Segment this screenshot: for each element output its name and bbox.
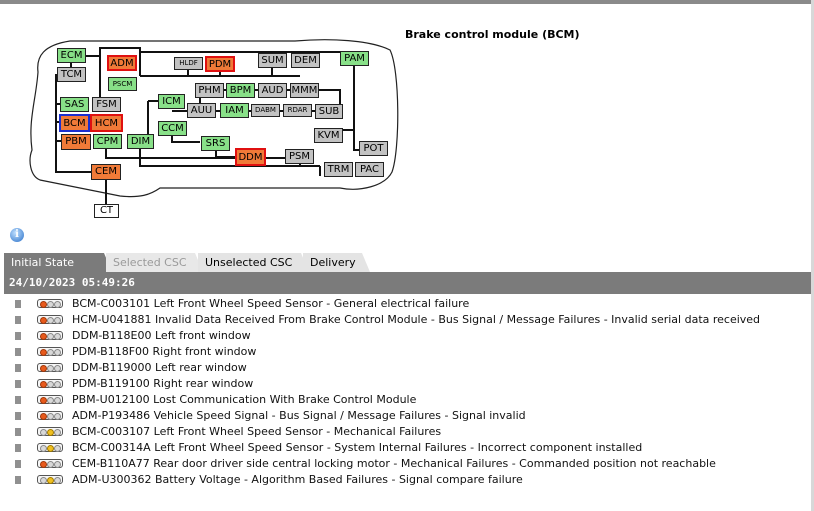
traffic-light-icon	[37, 379, 63, 388]
module-node-adm[interactable]: ADM	[107, 55, 137, 71]
tab-delivery[interactable]: Delivery	[303, 253, 370, 272]
drag-handle-icon[interactable]	[15, 332, 21, 340]
module-node-pac[interactable]: PAC	[355, 162, 384, 177]
dtc-row[interactable]: PBM-U012100 Lost Communication With Brak…	[0, 392, 811, 408]
dtc-text: CEM-B110A77 Rear door driver side centra…	[72, 457, 716, 470]
module-node-iam[interactable]: IAM	[220, 103, 249, 118]
traffic-light-icon	[37, 363, 63, 372]
module-node-trm[interactable]: TRM	[324, 162, 353, 177]
module-node-pot[interactable]: POT	[359, 141, 388, 156]
module-node-dim[interactable]: DIM	[127, 134, 154, 149]
dtc-text: BCM-C003107 Left Front Wheel Speed Senso…	[72, 425, 442, 438]
dtc-row[interactable]: BCM-C003101 Left Front Wheel Speed Senso…	[0, 296, 811, 312]
dtc-list: BCM-C003101 Left Front Wheel Speed Senso…	[0, 296, 811, 488]
drag-handle-icon[interactable]	[15, 300, 21, 308]
window-scrollbar[interactable]	[811, 0, 814, 511]
module-node-dabm[interactable]: DABM	[251, 104, 280, 117]
module-node-kvm[interactable]: KVM	[314, 128, 343, 143]
drag-handle-icon[interactable]	[15, 364, 21, 372]
module-node-psm[interactable]: PSM	[285, 149, 314, 164]
tab-bar: Initial State Selected CSC Unselected CS…	[4, 253, 812, 272]
module-node-pdm[interactable]: PDM	[205, 56, 235, 72]
tab-selected-csc[interactable]: Selected CSC	[106, 253, 203, 272]
module-node-aud[interactable]: AUD	[258, 83, 287, 98]
module-node-ddm[interactable]: DDM	[235, 148, 266, 166]
traffic-light-icon	[37, 347, 63, 356]
drag-handle-icon[interactable]	[15, 348, 21, 356]
tab-initial-state[interactable]: Initial State	[4, 253, 112, 272]
drag-handle-icon[interactable]	[15, 460, 21, 468]
module-node-cpm[interactable]: CPM	[93, 134, 122, 149]
module-node-mmm[interactable]: MMM	[290, 83, 319, 98]
car-outline	[29, 39, 399, 198]
module-node-bpm[interactable]: BPM	[226, 83, 255, 98]
timestamp-bar: 24/10/2023 05:49:26	[4, 272, 811, 294]
drag-handle-icon[interactable]	[15, 380, 21, 388]
drag-handle-icon[interactable]	[15, 396, 21, 404]
module-node-ct[interactable]: CT	[94, 204, 119, 218]
dtc-text: PDM-B118F00 Right front window	[72, 345, 257, 358]
dtc-text: BCM-C00314A Left Front Wheel Speed Senso…	[72, 441, 643, 454]
drag-handle-icon[interactable]	[15, 316, 21, 324]
module-node-auu[interactable]: AUU	[187, 103, 216, 118]
dtc-text: BCM-C003101 Left Front Wheel Speed Senso…	[72, 297, 470, 310]
module-node-icm[interactable]: ICM	[158, 94, 185, 109]
traffic-light-icon	[37, 331, 63, 340]
dtc-text: PBM-U012100 Lost Communication With Brak…	[72, 393, 417, 406]
module-node-cem[interactable]: CEM	[91, 164, 121, 180]
traffic-light-icon	[37, 475, 63, 484]
module-node-tcm[interactable]: TCM	[57, 67, 86, 82]
dtc-row[interactable]: PDM-B119100 Right rear window	[0, 376, 811, 392]
traffic-light-icon	[37, 443, 63, 452]
traffic-light-icon	[37, 411, 63, 420]
info-icon[interactable]: i	[10, 228, 24, 242]
module-title: Brake control module (BCM)	[405, 28, 580, 41]
module-node-srs[interactable]: SRS	[201, 136, 230, 151]
drag-handle-icon[interactable]	[15, 476, 21, 484]
dtc-row[interactable]: BCM-C00314A Left Front Wheel Speed Senso…	[0, 440, 811, 456]
dtc-row[interactable]: PDM-B118F00 Right front window	[0, 344, 811, 360]
tab-unselected-csc[interactable]: Unselected CSC	[198, 253, 309, 272]
dtc-text: DDM-B118E00 Left front window	[72, 329, 251, 342]
module-node-rdar[interactable]: RDAR	[283, 104, 312, 117]
module-node-fsm[interactable]: FSM	[92, 97, 121, 112]
module-node-sum[interactable]: SUM	[258, 53, 287, 68]
module-node-sub[interactable]: SUB	[315, 104, 343, 119]
dtc-row[interactable]: HCM-U041881 Invalid Data Received From B…	[0, 312, 811, 328]
dtc-row[interactable]: DDM-B118E00 Left front window	[0, 328, 811, 344]
dtc-text: PDM-B119100 Right rear window	[72, 377, 254, 390]
module-node-pam[interactable]: PAM	[340, 51, 369, 66]
module-node-phm[interactable]: PHM	[195, 83, 224, 98]
module-node-sas[interactable]: SAS	[60, 97, 89, 112]
traffic-light-icon	[37, 315, 63, 324]
drag-handle-icon[interactable]	[15, 412, 21, 420]
module-node-hcm[interactable]: HCM	[90, 114, 123, 132]
traffic-light-icon	[37, 459, 63, 468]
drag-handle-icon[interactable]	[15, 444, 21, 452]
dtc-text: DDM-B119000 Left rear window	[72, 361, 247, 374]
traffic-light-icon	[37, 299, 63, 308]
dtc-text: HCM-U041881 Invalid Data Received From B…	[72, 313, 761, 326]
dtc-row[interactable]: CEM-B110A77 Rear door driver side centra…	[0, 456, 811, 472]
module-node-pscm[interactable]: PSCM	[108, 77, 137, 91]
module-node-dem[interactable]: DEM	[291, 53, 320, 68]
dtc-row[interactable]: ADM-P193486 Vehicle Speed Signal - Bus S…	[0, 408, 811, 424]
module-node-ccm[interactable]: CCM	[158, 121, 187, 136]
module-node-hldf[interactable]: HLDF	[174, 57, 203, 70]
module-node-ecm[interactable]: ECM	[57, 48, 86, 63]
window-top-border	[0, 0, 814, 4]
module-node-bcm[interactable]: BCM	[59, 114, 90, 132]
dtc-text: ADM-P193486 Vehicle Speed Signal - Bus S…	[72, 409, 526, 422]
drag-handle-icon[interactable]	[15, 428, 21, 436]
traffic-light-icon	[37, 395, 63, 404]
dtc-row[interactable]: BCM-C003107 Left Front Wheel Speed Senso…	[0, 424, 811, 440]
dtc-row[interactable]: ADM-U300362 Battery Voltage - Algorithm …	[0, 472, 811, 488]
dtc-row[interactable]: DDM-B119000 Left rear window	[0, 360, 811, 376]
traffic-light-icon	[37, 427, 63, 436]
module-node-pbm[interactable]: PBM	[61, 134, 91, 150]
dtc-text: ADM-U300362 Battery Voltage - Algorithm …	[72, 473, 523, 486]
